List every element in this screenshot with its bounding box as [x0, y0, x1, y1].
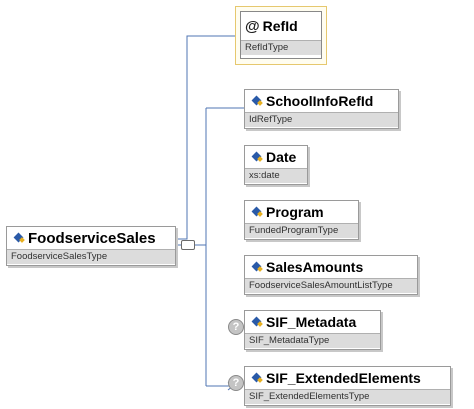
optional-badge-icon: ? [228, 375, 244, 391]
element-name: SalesAmounts [266, 259, 364, 275]
element-icon [251, 151, 263, 162]
element-name: SIF_ExtendedElements [266, 370, 421, 386]
element-icon [251, 316, 263, 327]
element-name: SchoolInfoRefId [266, 93, 374, 109]
attribute-type: RefIdType [241, 40, 321, 55]
optional-badge-icon: ? [228, 319, 244, 335]
element-type: SIF_ExtendedElementsType [245, 389, 450, 404]
attributes-group: @ RefId RefIdType [235, 6, 327, 65]
element-type: IdRefType [245, 112, 398, 127]
sequence-compositor [181, 240, 195, 250]
root-element-node[interactable]: FoodserviceSales FoodserviceSalesType [6, 226, 176, 266]
element-icon [251, 206, 263, 217]
attribute-icon: @ [245, 17, 260, 35]
element-type: SIF_MetadataType [245, 333, 380, 348]
root-element-name: FoodserviceSales [28, 229, 156, 247]
element-icon [13, 232, 25, 243]
element-node-date[interactable]: Date xs:date [244, 145, 308, 185]
root-element-type: FoodserviceSalesType [7, 249, 175, 264]
element-node-sif-metadata[interactable]: SIF_Metadata SIF_MetadataType [244, 310, 381, 350]
element-icon [251, 261, 263, 272]
element-name: Program [266, 204, 324, 220]
element-node-sif-extendedelements[interactable]: SIF_ExtendedElements SIF_ExtendedElement… [244, 366, 451, 406]
attribute-name: RefId [262, 18, 298, 34]
element-type: xs:date [245, 168, 307, 183]
element-name: Date [266, 149, 297, 165]
element-type: FoodserviceSalesAmountListType [245, 278, 417, 293]
element-name: SIF_Metadata [266, 314, 357, 330]
element-node-schoolinforefid[interactable]: SchoolInfoRefId IdRefType [244, 89, 399, 129]
attribute-connector [176, 35, 235, 240]
attribute-node-refid[interactable]: @ RefId RefIdType [240, 11, 322, 59]
element-node-program[interactable]: Program FundedProgramType [244, 200, 359, 240]
element-type: FundedProgramType [245, 223, 358, 238]
element-node-salesamounts[interactable]: SalesAmounts FoodserviceSalesAmountListT… [244, 255, 418, 295]
element-icon [251, 95, 263, 106]
element-icon [251, 372, 263, 383]
